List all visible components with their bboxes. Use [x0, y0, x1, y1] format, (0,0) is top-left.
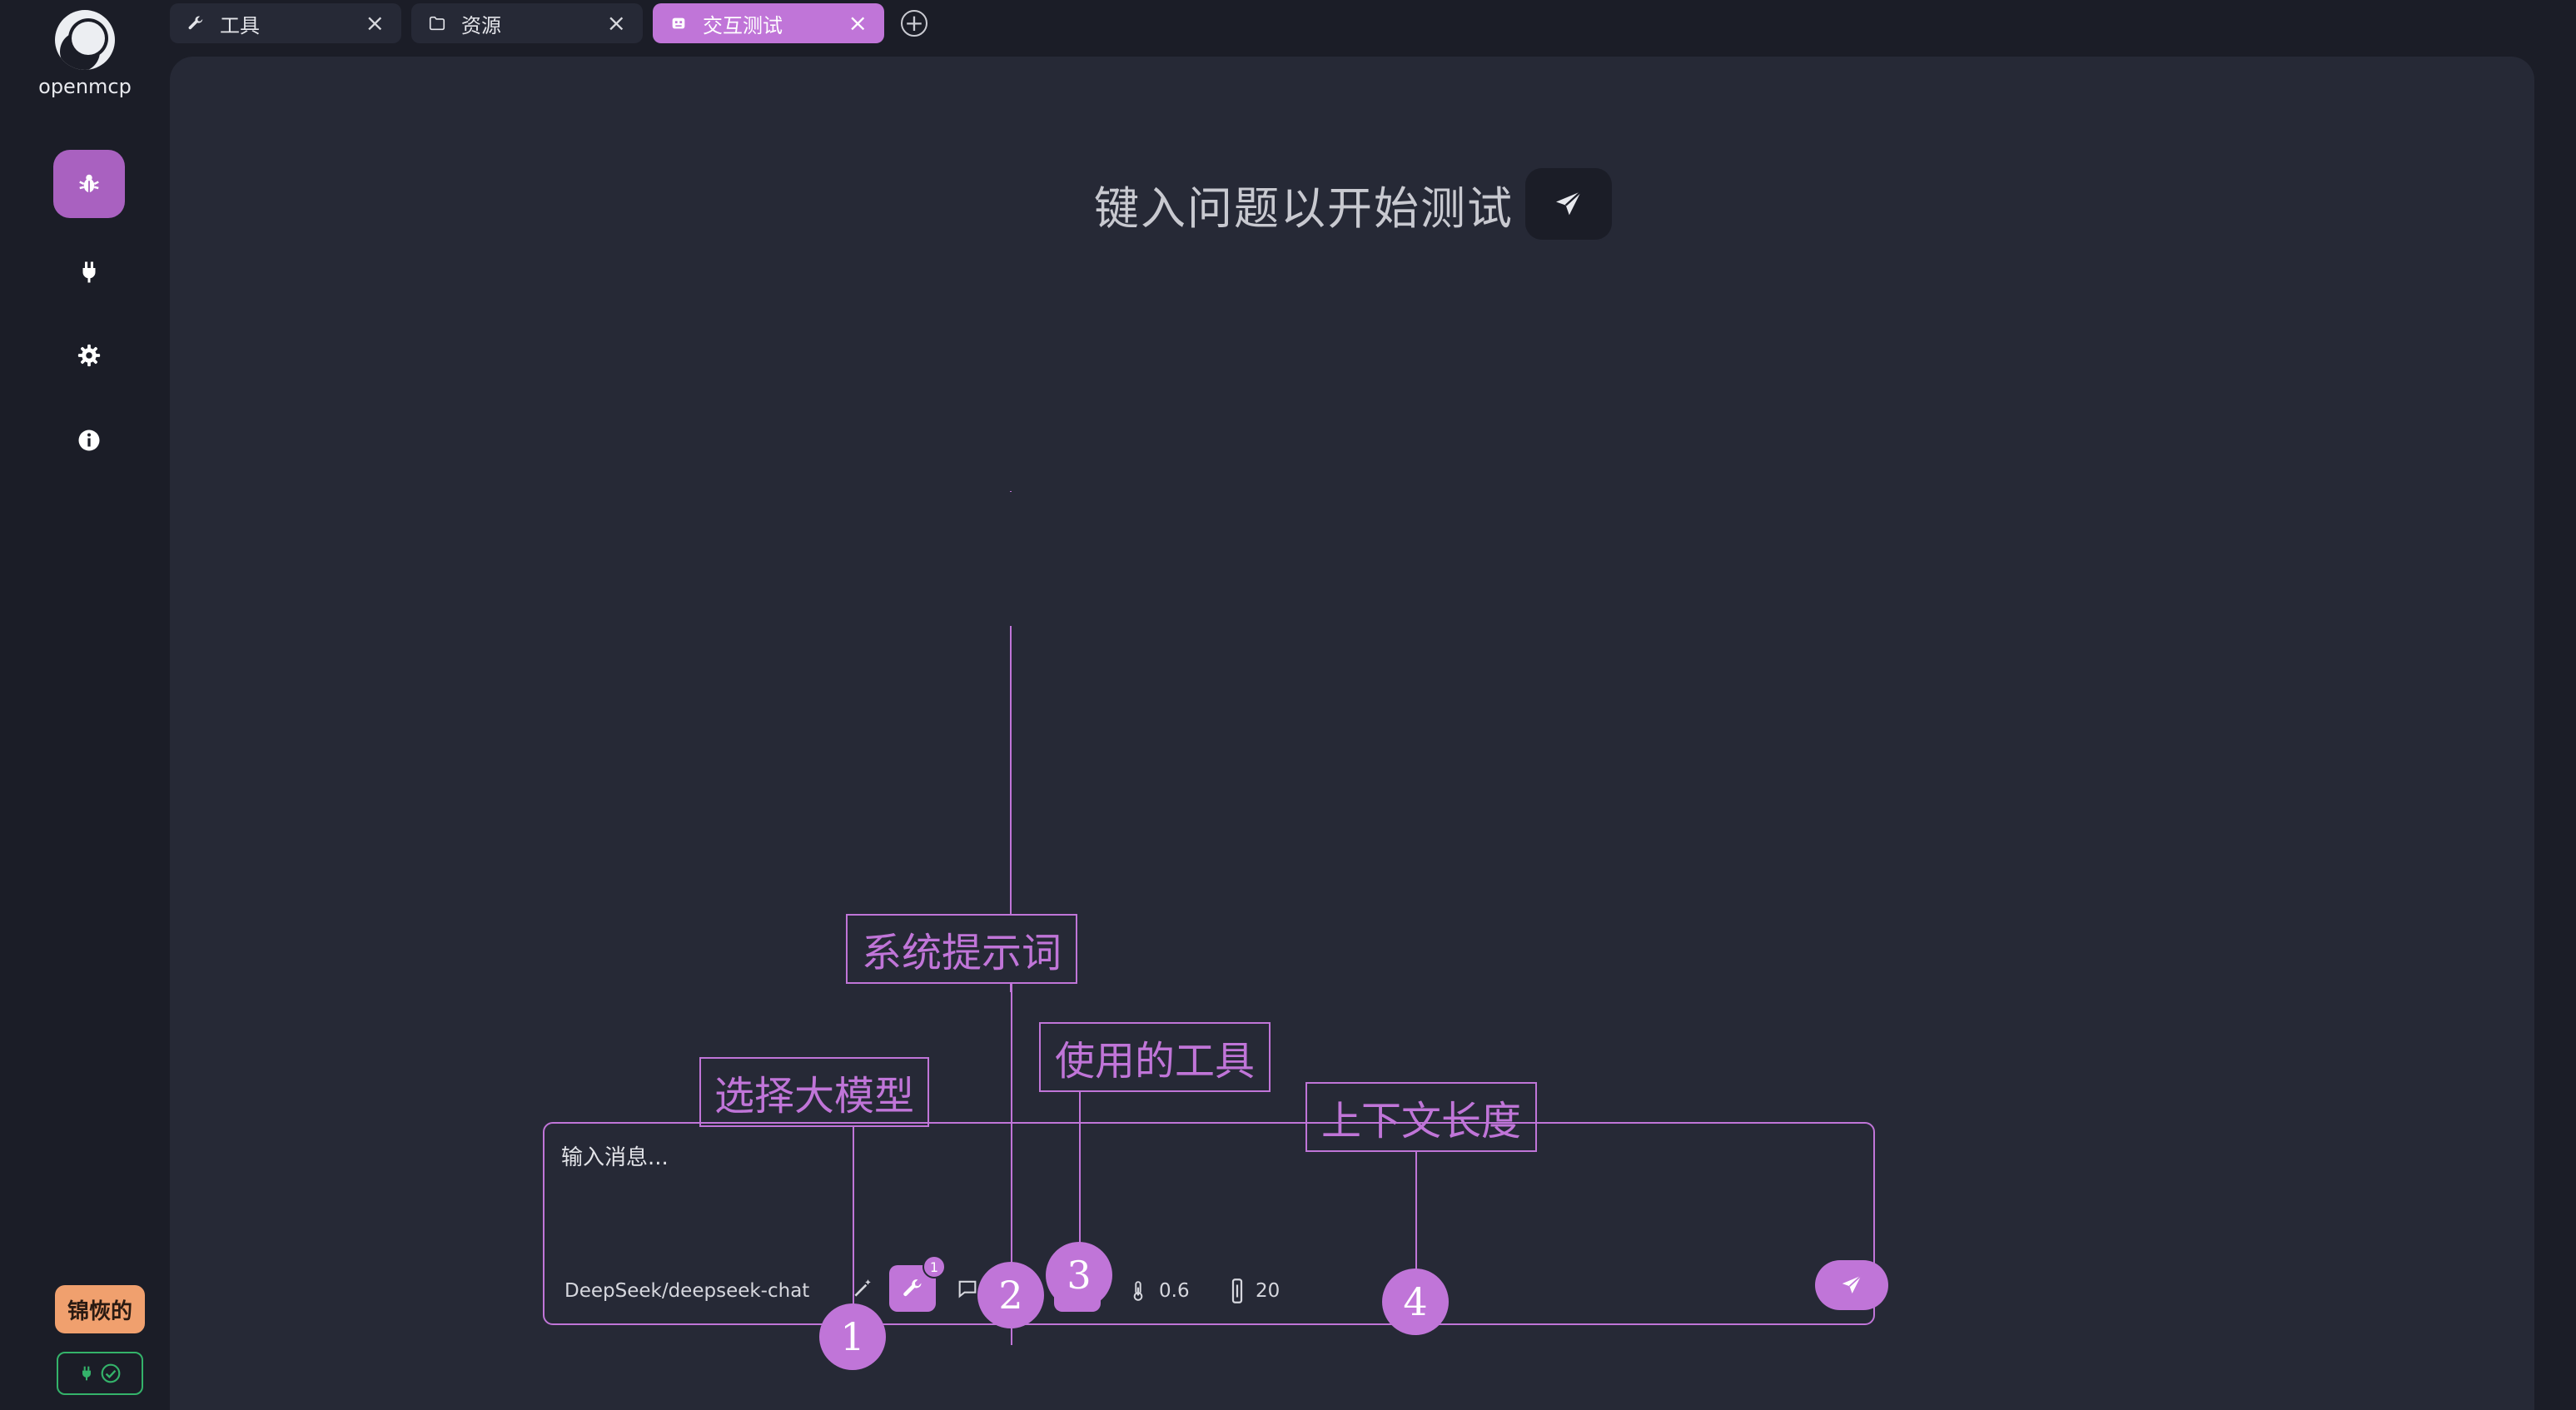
- close-icon[interactable]: ×: [848, 9, 868, 37]
- annotation-number-model: 1: [819, 1303, 886, 1370]
- add-tab-button[interactable]: +: [901, 10, 927, 37]
- bug-icon: [79, 174, 99, 192]
- sidebar: openmcp: [0, 0, 170, 1410]
- plug-icon: [82, 261, 96, 283]
- plug-icon: [82, 1366, 91, 1381]
- annotation-text: 选择大模型: [714, 1073, 914, 1120]
- tab-interactive-test[interactable]: 交互测试 ×: [653, 3, 884, 43]
- app-logo[interactable]: openmcp: [0, 10, 170, 98]
- close-icon[interactable]: ×: [606, 9, 626, 37]
- empty-state-text: 键入问题以开始测试: [1094, 181, 1514, 235]
- connection-status-badge[interactable]: [57, 1352, 143, 1395]
- close-icon[interactable]: ×: [365, 9, 385, 37]
- magic-wand-icon: [854, 1279, 871, 1297]
- empty-state: 键入问题以开始测试: [1094, 168, 1612, 240]
- annotation-line-tools: [1079, 1092, 1081, 1308]
- model-name: DeepSeek/deepseek-chat: [564, 1280, 810, 1302]
- user-badge[interactable]: 锦恢的: [55, 1285, 145, 1333]
- annotation-line-model: [1010, 626, 1012, 992]
- check-circle-icon: [101, 1363, 121, 1383]
- tab-label: 工具: [220, 13, 260, 37]
- annotation-line-system-prompt: [1011, 984, 1012, 1345]
- context-length-icon: [1231, 1278, 1243, 1303]
- tab-resources[interactable]: 资源 ×: [411, 3, 643, 43]
- annotation-label-context: 上下文长度: [1305, 1082, 1537, 1152]
- gear-icon: [77, 344, 101, 367]
- context-length-setting[interactable]: 20: [1231, 1269, 1280, 1313]
- model-selector[interactable]: DeepSeek/deepseek-chat: [564, 1269, 809, 1313]
- tab-label: 交互测试: [703, 13, 783, 37]
- annotation-number-system-prompt: 2: [977, 1262, 1044, 1328]
- wrench-icon: [903, 1279, 922, 1297]
- tab-tools[interactable]: 工具 ×: [170, 3, 401, 43]
- send-icon: [1842, 1275, 1862, 1293]
- info-icon: [78, 429, 100, 451]
- hero-send-icon: [1525, 168, 1612, 240]
- openmcp-logo-icon: [55, 10, 115, 70]
- annotation-text: 系统提示词: [861, 930, 1062, 976]
- annotation-label-tools: 使用的工具: [1039, 1022, 1271, 1092]
- annotation-number-context: 4: [1382, 1269, 1449, 1335]
- prompt-button[interactable]: [944, 1265, 991, 1312]
- temperature-value: 0.6: [1159, 1280, 1190, 1302]
- chat-bubble-icon: [958, 1280, 977, 1298]
- app-name: openmcp: [38, 75, 132, 98]
- robot-icon: [672, 17, 685, 29]
- nav-connection[interactable]: [53, 238, 125, 306]
- send-button[interactable]: [1815, 1260, 1888, 1310]
- context-length-value: 20: [1256, 1280, 1281, 1302]
- annotation-number-tools: 3: [1046, 1242, 1112, 1308]
- temperature-setting[interactable]: 0.6: [1127, 1269, 1190, 1313]
- wrench-icon: [188, 16, 203, 30]
- main-panel: 键入问题以开始测试 选择大模型 系统提示词 使用的工具 上下文长度: [170, 57, 2534, 1410]
- annotation-text: 使用的工具: [1054, 1038, 1255, 1085]
- tools-count-badge: 1: [922, 1255, 946, 1278]
- tab-label: 资源: [461, 13, 501, 37]
- thermometer-icon: [1133, 1281, 1143, 1301]
- nav-settings[interactable]: [53, 321, 125, 390]
- annotation-spacer: [1010, 491, 1012, 492]
- message-input[interactable]: 输入消息...: [561, 1145, 669, 1170]
- system-prompt-button[interactable]: [839, 1265, 886, 1312]
- chat-input-box[interactable]: 输入消息... DeepSeek/deepseek-chat 1: [543, 1122, 1888, 1325]
- annotation-line-model: [853, 1127, 854, 1368]
- plus-icon: +: [904, 9, 924, 37]
- annotation-line-context: [1415, 1152, 1417, 1335]
- nav-about[interactable]: [53, 406, 125, 474]
- annotation-label-model: 选择大模型: [699, 1057, 929, 1127]
- annotation-text: 上下文长度: [1320, 1098, 1521, 1144]
- tools-button[interactable]: 1: [889, 1255, 946, 1312]
- annotation-label-system-prompt: 系统提示词: [846, 914, 1077, 984]
- nav-debug[interactable]: [53, 150, 125, 218]
- send-icon: [1556, 191, 1582, 216]
- folder-icon: [429, 16, 445, 31]
